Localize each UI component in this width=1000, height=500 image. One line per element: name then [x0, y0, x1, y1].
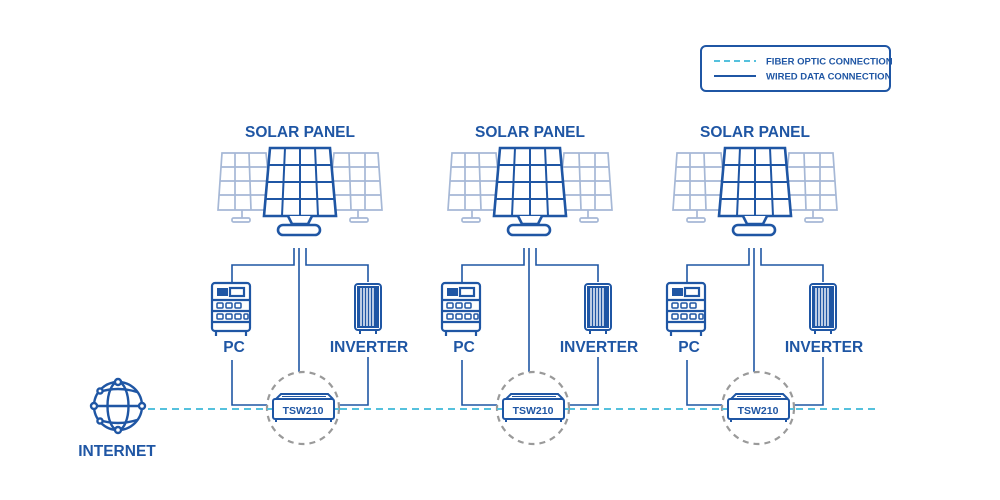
- solar-panel-label: SOLAR PANEL: [700, 124, 810, 141]
- solar-panel-label: SOLAR PANEL: [475, 124, 585, 141]
- internet-node: INTERNET: [78, 377, 156, 460]
- inverter-label: INVERTER: [330, 339, 408, 356]
- solar-panel-icon: [492, 146, 568, 237]
- solar-panel-label: SOLAR PANEL: [245, 124, 355, 141]
- switch-icon: [502, 393, 565, 422]
- station-1: SOLAR PANEL: [210, 124, 408, 446]
- solar-panel-icon: [717, 146, 793, 237]
- pc-label: PC: [453, 339, 475, 356]
- stations: SOLAR PANEL: [210, 124, 863, 446]
- switch-label: TSW210: [513, 405, 554, 417]
- back-solar-panel-right: [327, 152, 383, 223]
- back-solar-panel-right: [782, 152, 838, 223]
- pc-icon: [210, 281, 252, 336]
- back-solar-panel-left: [217, 152, 273, 223]
- pc-icon: [665, 281, 707, 336]
- inverter-icon: [354, 283, 382, 334]
- legend-fiber-label: FIBER OPTIC CONNECTION: [766, 57, 893, 68]
- inverter-icon: [584, 283, 612, 334]
- inverter-label: INVERTER: [785, 339, 863, 356]
- pc-label: PC: [678, 339, 700, 356]
- legend-wired-label: WIRED DATA CONNECTION: [766, 72, 892, 83]
- pc-icon: [440, 281, 482, 336]
- pc-label: PC: [223, 339, 245, 356]
- switch-label: TSW210: [283, 405, 324, 417]
- inverter-label: INVERTER: [560, 339, 638, 356]
- internet-label: INTERNET: [78, 443, 156, 460]
- switch-icon: [727, 393, 790, 422]
- switch-node: TSW210: [495, 370, 571, 446]
- globe-network-icon: [89, 377, 147, 435]
- wired-connections: [686, 248, 824, 406]
- station-3: SOLAR PANEL: [665, 124, 863, 446]
- back-solar-panel-left: [672, 152, 728, 223]
- switch-node: TSW210: [265, 370, 341, 446]
- solar-panel-icon: [262, 146, 338, 237]
- back-solar-panel-right: [557, 152, 613, 223]
- wired-connections: [461, 248, 599, 406]
- switch-node: TSW210: [720, 370, 796, 446]
- back-solar-panel-left: [447, 152, 503, 223]
- inverter-icon: [809, 283, 837, 334]
- switch-label: TSW210: [738, 405, 779, 417]
- legend: FIBER OPTIC CONNECTION WIRED DATA CONNEC…: [700, 45, 893, 92]
- switch-icon: [272, 393, 335, 422]
- station-2: SOLAR PANEL: [440, 124, 638, 446]
